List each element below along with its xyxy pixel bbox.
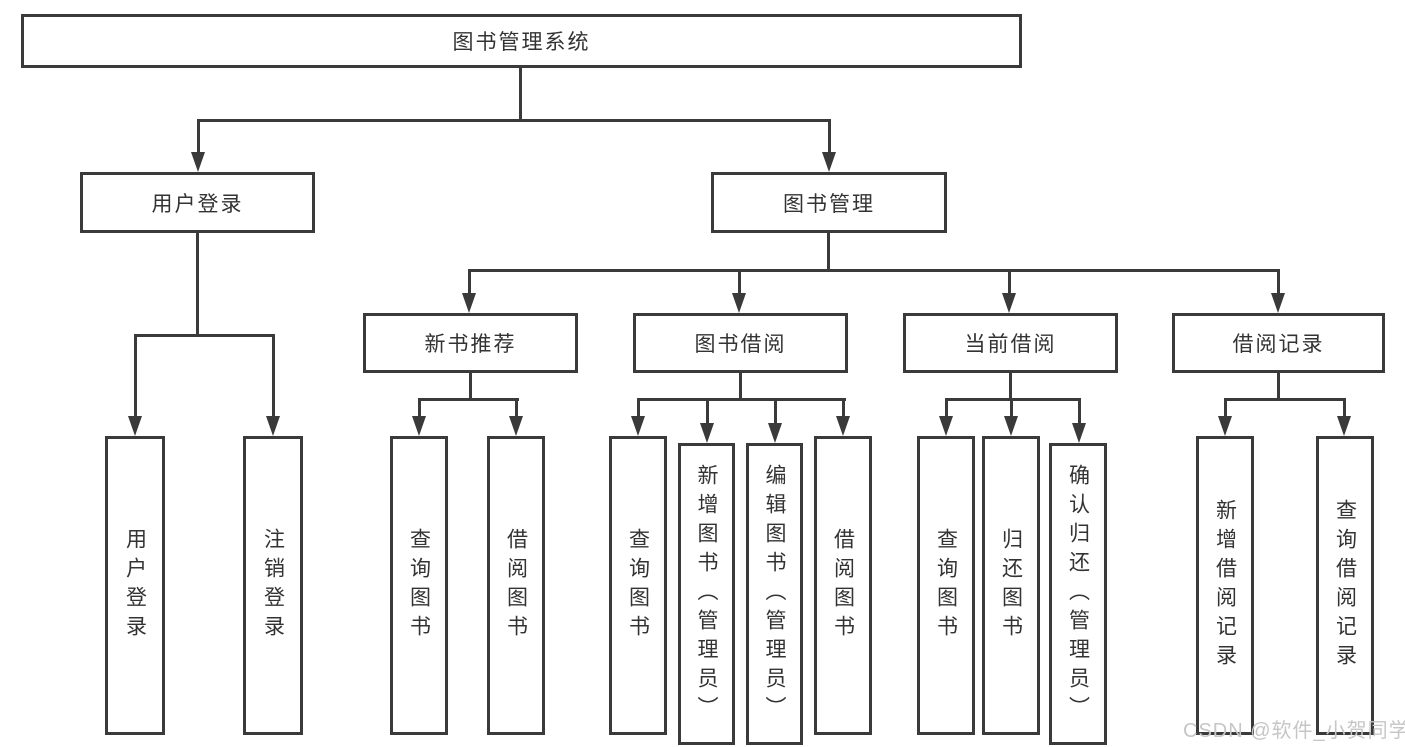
- connector-line: [1224, 398, 1227, 418]
- connector-line: [418, 398, 519, 401]
- leaf-user-login-label: 用户登录: [123, 527, 147, 644]
- connector-line: [1343, 398, 1346, 418]
- leaf-add-borrow-record: 新增借阅记录: [1196, 436, 1254, 735]
- connector-line: [828, 119, 831, 155]
- connector-line: [1008, 269, 1011, 295]
- node-book-management: 图书管理: [711, 172, 947, 233]
- node-root-system: 图书管理系统: [21, 14, 1022, 68]
- node-user-login: 用户登录: [80, 172, 315, 233]
- connector-line: [1078, 398, 1081, 425]
- leaf-add-borrow-record-label: 新增借阅记录: [1213, 498, 1237, 673]
- node-current-borrowing-label: 当前借阅: [964, 333, 1057, 356]
- connector-line: [774, 398, 777, 425]
- leaf-query-books-borrowing: 查询图书: [609, 436, 667, 735]
- arrow-down-icon: [412, 416, 426, 436]
- arrow-down-icon: [732, 293, 746, 313]
- csdn-watermark: CSDN @软件_小贺同学: [1183, 720, 1405, 742]
- node-borrowing-records: 借阅记录: [1172, 313, 1385, 373]
- arrow-down-icon: [266, 416, 280, 436]
- connector-line: [1277, 373, 1280, 401]
- leaf-user-login: 用户登录: [105, 436, 165, 735]
- leaf-add-book-admin-label: 新增图书（管理员）: [695, 463, 718, 725]
- leaf-edit-book-admin: 编辑图书（管理员）: [746, 443, 803, 745]
- leaf-query-borrow-record: 查询借阅记录: [1316, 436, 1374, 735]
- connector-line: [515, 398, 518, 418]
- connector-line: [842, 398, 845, 418]
- connector-line: [1010, 398, 1013, 418]
- connector-line: [945, 398, 1081, 401]
- arrow-down-icon: [1337, 416, 1351, 436]
- leaf-confirm-return-admin-label: 确认归还（管理员）: [1066, 463, 1090, 725]
- leaf-edit-book-admin-label: 编辑图书（管理员）: [763, 463, 786, 725]
- leaf-add-book-admin: 新增图书（管理员）: [678, 443, 735, 745]
- node-book-management-label: 图书管理: [783, 192, 875, 216]
- node-borrowing-records-label: 借阅记录: [1232, 333, 1325, 356]
- leaf-borrow-books-borrowing-label: 借阅图书: [831, 527, 855, 644]
- arrow-down-icon: [822, 152, 836, 172]
- connector-line: [197, 119, 831, 122]
- connector-line: [134, 334, 137, 418]
- leaf-borrow-books-recommend-label: 借阅图书: [504, 527, 528, 644]
- arrow-down-icon: [191, 152, 205, 172]
- arrow-down-icon: [1004, 416, 1018, 436]
- arrow-down-icon: [1218, 416, 1232, 436]
- leaf-query-books-borrowing-label: 查询图书: [626, 527, 650, 644]
- node-current-borrowing: 当前借阅: [903, 313, 1118, 373]
- connector-line: [1009, 373, 1012, 401]
- connector-line: [738, 269, 741, 295]
- leaf-borrow-books-borrowing: 借阅图书: [814, 436, 872, 735]
- leaf-query-books-current-label: 查询图书: [934, 527, 958, 644]
- connector-line: [945, 398, 948, 418]
- arrow-down-icon: [1002, 293, 1016, 313]
- connector-line: [1277, 269, 1280, 295]
- node-user-login-label: 用户登录: [151, 192, 244, 216]
- arrow-down-icon: [509, 416, 523, 436]
- node-root-system-label: 图书管理系统: [452, 31, 591, 54]
- arrow-down-icon: [768, 423, 782, 443]
- connector-line: [637, 398, 846, 401]
- connector-line: [418, 398, 421, 418]
- leaf-borrow-books-recommend: 借阅图书: [487, 436, 545, 735]
- arrow-down-icon: [128, 416, 142, 436]
- connector-line: [196, 233, 199, 337]
- leaf-logout-label: 注销登录: [261, 527, 285, 644]
- connector-line: [739, 373, 742, 401]
- leaf-confirm-return-admin: 确认归还（管理员）: [1049, 443, 1107, 745]
- arrow-down-icon: [1271, 293, 1285, 313]
- connector-line: [637, 398, 640, 418]
- node-book-borrowing: 图书借阅: [633, 313, 848, 373]
- connector-line: [197, 119, 200, 155]
- arrow-down-icon: [939, 416, 953, 436]
- connector-line: [468, 269, 1280, 272]
- arrow-down-icon: [462, 293, 476, 313]
- connector-line: [134, 334, 275, 337]
- connector-line: [468, 269, 471, 295]
- node-new-book-recommend: 新书推荐: [363, 313, 578, 373]
- leaf-query-books-current: 查询图书: [917, 436, 975, 735]
- leaf-query-books-recommend: 查询图书: [390, 436, 448, 735]
- connector-line: [706, 398, 709, 425]
- leaf-return-book-label: 归还图书: [999, 527, 1023, 644]
- arrow-down-icon: [1072, 423, 1086, 443]
- leaf-return-book: 归还图书: [982, 436, 1040, 735]
- node-book-borrowing-label: 图书借阅: [694, 333, 787, 356]
- connector-line: [469, 373, 472, 401]
- arrow-down-icon: [700, 423, 714, 443]
- arrow-down-icon: [836, 416, 850, 436]
- connector-line: [827, 233, 830, 271]
- arrow-down-icon: [631, 416, 645, 436]
- connector-line: [519, 68, 522, 120]
- leaf-query-books-recommend-label: 查询图书: [407, 527, 431, 644]
- node-new-book-recommend-label: 新书推荐: [424, 333, 517, 356]
- leaf-logout: 注销登录: [243, 436, 303, 735]
- connector-line: [272, 334, 275, 418]
- connector-line: [1224, 398, 1346, 401]
- leaf-query-borrow-record-label: 查询借阅记录: [1333, 498, 1357, 673]
